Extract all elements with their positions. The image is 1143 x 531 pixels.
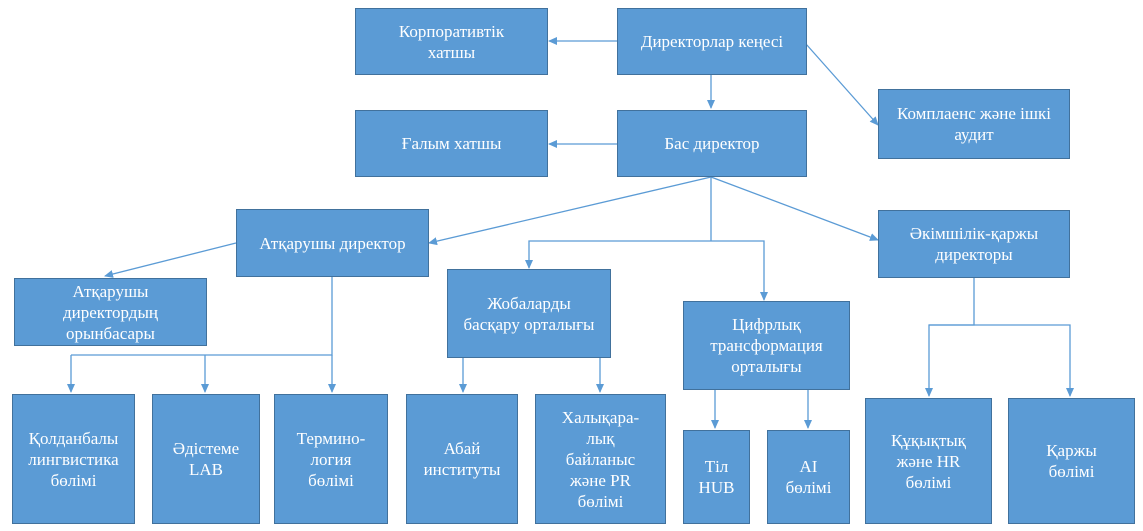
legal-hr-label: Құқықтық және HR бөлімі xyxy=(891,430,966,492)
executive-director-label: Атқарушы директор xyxy=(259,233,406,253)
terminology-label: Термино- логия бөлімі xyxy=(296,428,366,490)
digital-transformation-center-box: Цифрлық трансформация орталығы xyxy=(683,301,850,390)
digital-transformation-center-label: Цифрлық трансформация орталығы xyxy=(710,315,823,376)
deputy-executive-director-box: Атқарушы директордың орынбасары xyxy=(14,278,207,346)
board-of-directors-box: Директорлар кеңесі xyxy=(617,8,807,75)
corporate-secretary-label: Корпоративтік хатшы xyxy=(398,21,505,62)
compliance-audit-label: Комплаенс және ішкі аудит xyxy=(897,104,1051,144)
arrow-to-finance-department xyxy=(974,324,1074,397)
international-pr-box: Халықара- лық байланыс және PR бөлімі xyxy=(535,394,666,524)
compliance-audit-box: Комплаенс және ішкі аудит xyxy=(878,89,1070,159)
arrow-general-director-to-admin-finance xyxy=(710,176,879,241)
scientific-secretary-box: Ғалым хатшы xyxy=(355,110,548,177)
admin-finance-director-label: Әкімшілік-қаржы директоры xyxy=(909,224,1039,264)
ai-department-label: AI бөлімі xyxy=(785,457,832,497)
arrow-board-to-compliance xyxy=(805,43,879,126)
project-management-center-label: Жобаларды басқару орталығы xyxy=(463,293,595,334)
board-of-directors-label: Директорлар кеңесі xyxy=(640,32,784,51)
arrow-to-legal-hr xyxy=(925,324,974,397)
terminology-box: Термино- логия бөлімі xyxy=(274,394,388,524)
arrow-to-project-management xyxy=(525,240,711,269)
methodology-lab-label: Әдістеме LAB xyxy=(172,439,240,479)
scientific-secretary-label: Ғалым хатшы xyxy=(401,134,502,153)
international-pr-label: Халықара- лық байланыс және PR бөлімі xyxy=(561,407,640,511)
ai-department-box: AI бөлімі xyxy=(767,430,850,524)
general-director-label: Бас директор xyxy=(664,134,760,153)
general-director-box: Бас директор xyxy=(617,110,807,177)
applied-linguistics-box: Қолданбалы лингвистика бөлімі xyxy=(12,394,135,524)
til-hub-label: Тіл HUB xyxy=(698,457,735,497)
corporate-secretary-box: Корпоративтік хатшы xyxy=(355,8,548,75)
arrow-to-digital-transformation xyxy=(711,240,768,301)
finance-department-box: Қаржы бөлімі xyxy=(1008,398,1135,524)
connector-admin-finance-to-departments xyxy=(929,278,975,326)
arrow-executive-to-deputy xyxy=(104,242,237,278)
abai-institute-box: Абай институты xyxy=(406,394,518,524)
applied-linguistics-label: Қолданбалы лингвистика бөлімі xyxy=(28,428,119,490)
methodology-lab-box: Әдістеме LAB xyxy=(152,394,260,524)
executive-director-box: Атқарушы директор xyxy=(236,209,429,277)
deputy-executive-director-label: Атқарушы директордың орынбасары xyxy=(63,281,158,343)
arrow-general-director-to-executive-director xyxy=(428,176,712,246)
admin-finance-director-box: Әкімшілік-қаржы директоры xyxy=(878,210,1070,278)
abai-institute-label: Абай институты xyxy=(423,439,501,479)
project-management-center-box: Жобаларды басқару орталығы xyxy=(447,269,611,358)
legal-hr-box: Құқықтық және HR бөлімі xyxy=(865,398,992,524)
finance-department-label: Қаржы бөлімі xyxy=(1046,441,1097,481)
til-hub-box: Тіл HUB xyxy=(683,430,750,524)
